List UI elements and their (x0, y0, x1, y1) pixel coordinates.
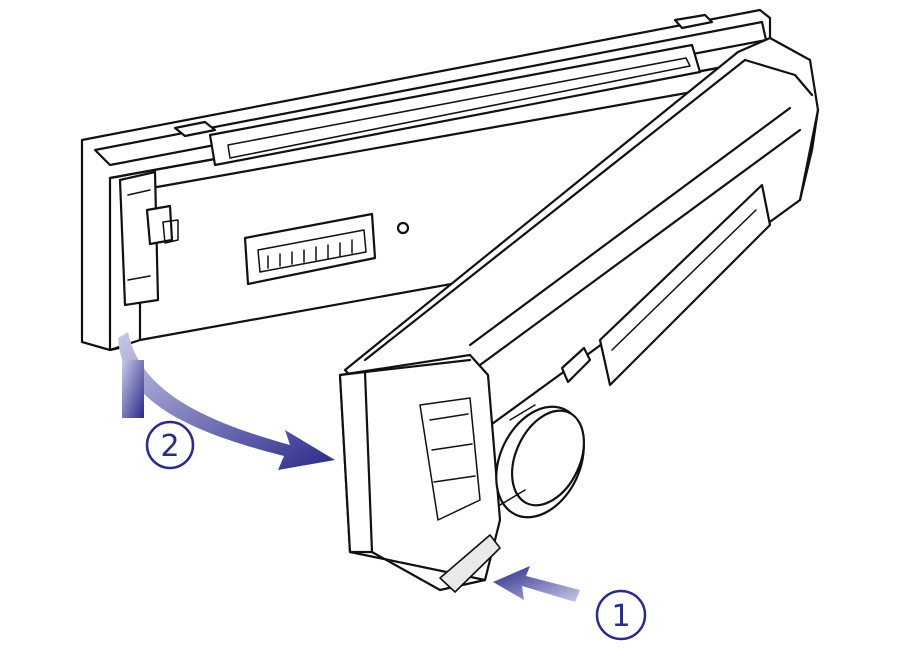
step-1-marker: 1 (595, 589, 647, 641)
disc-slot (208, 43, 702, 167)
step-2-arrow (118, 332, 335, 470)
step-2-marker: 2 (145, 420, 195, 470)
step-1-arrow (493, 566, 580, 602)
detachable-faceplate (338, 36, 820, 593)
head-unit-chassis (80, 8, 772, 352)
release-latch (118, 170, 179, 307)
faceplate-connector (243, 212, 377, 286)
release-button (439, 534, 501, 593)
volume-knob (495, 404, 585, 519)
display-window (598, 183, 772, 387)
step-2-number: 2 (160, 429, 179, 464)
reset-hole (396, 221, 410, 235)
small-button (560, 346, 592, 384)
step-1-number: 1 (611, 599, 630, 634)
